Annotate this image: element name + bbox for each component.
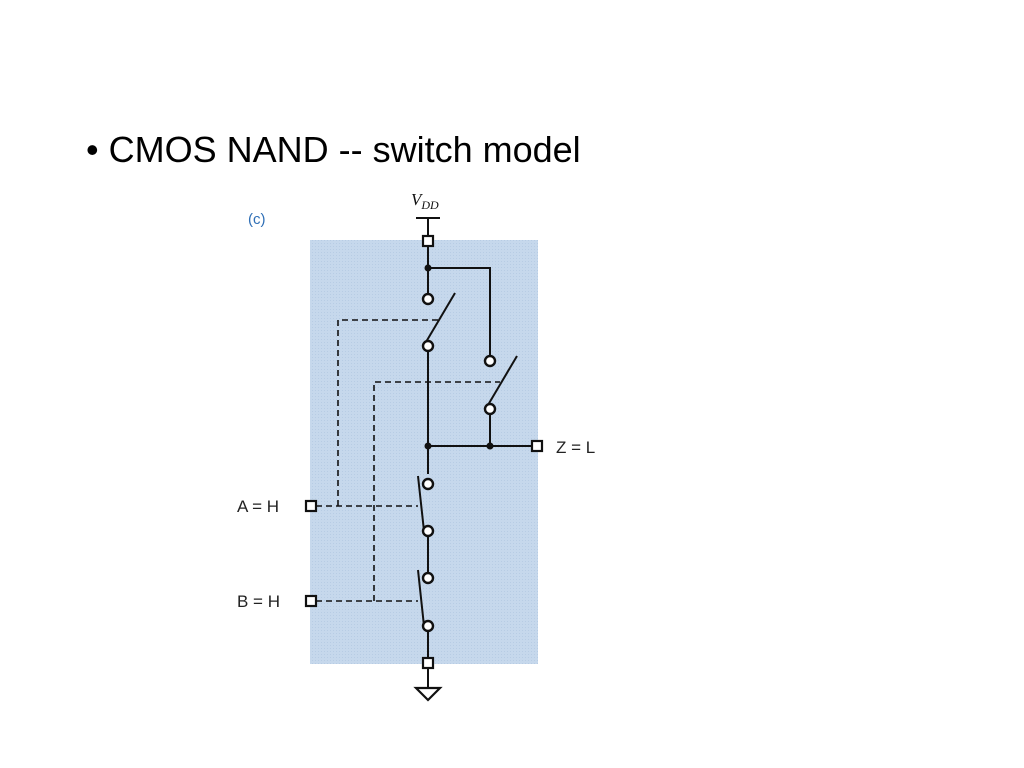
- vdd-label: VDD: [411, 190, 439, 212]
- output-junction-left: [424, 442, 432, 450]
- pmos-a-switch-blade: [425, 292, 456, 343]
- nmos-a-switch-blade: [417, 475, 425, 532]
- input-a-pmos-gate-line: [337, 319, 438, 506]
- input-b-terminal: [304, 594, 318, 608]
- nmos-b-switch-blade: [417, 569, 425, 627]
- ground-icon: [413, 686, 443, 702]
- slide-bullet: •CMOS NAND -- switch model: [86, 126, 581, 174]
- output-junction-right: [486, 442, 494, 450]
- pmos-a-top-contact: [421, 292, 435, 306]
- input-a-label: A = H: [237, 497, 279, 516]
- pmos-b-switch-blade: [487, 355, 518, 406]
- pmos-a-bottom-contact: [421, 339, 435, 353]
- right-branch-wire: [428, 267, 491, 356]
- pmos-b-top-contact: [483, 354, 497, 368]
- nmos-b-bottom-contact: [421, 619, 435, 633]
- nmos-a-bottom-contact: [421, 524, 435, 538]
- panel-label: (c): [248, 211, 266, 228]
- bullet-text: CMOS NAND -- switch model: [108, 129, 581, 170]
- nmos-a-top-contact: [421, 477, 435, 491]
- chip-panel: [310, 240, 538, 664]
- vdd-terminal: [421, 234, 435, 248]
- bullet-marker: •: [86, 129, 99, 170]
- nmos-b-top-contact: [421, 571, 435, 585]
- input-a-terminal: [304, 499, 318, 513]
- input-b-label: B = H: [237, 592, 280, 611]
- pmos-b-bottom-contact: [483, 402, 497, 416]
- output-label: Z = L: [556, 438, 595, 457]
- ground-terminal: [421, 656, 435, 670]
- output-terminal: [530, 439, 544, 453]
- input-b-pmos-gate-line: [373, 381, 500, 601]
